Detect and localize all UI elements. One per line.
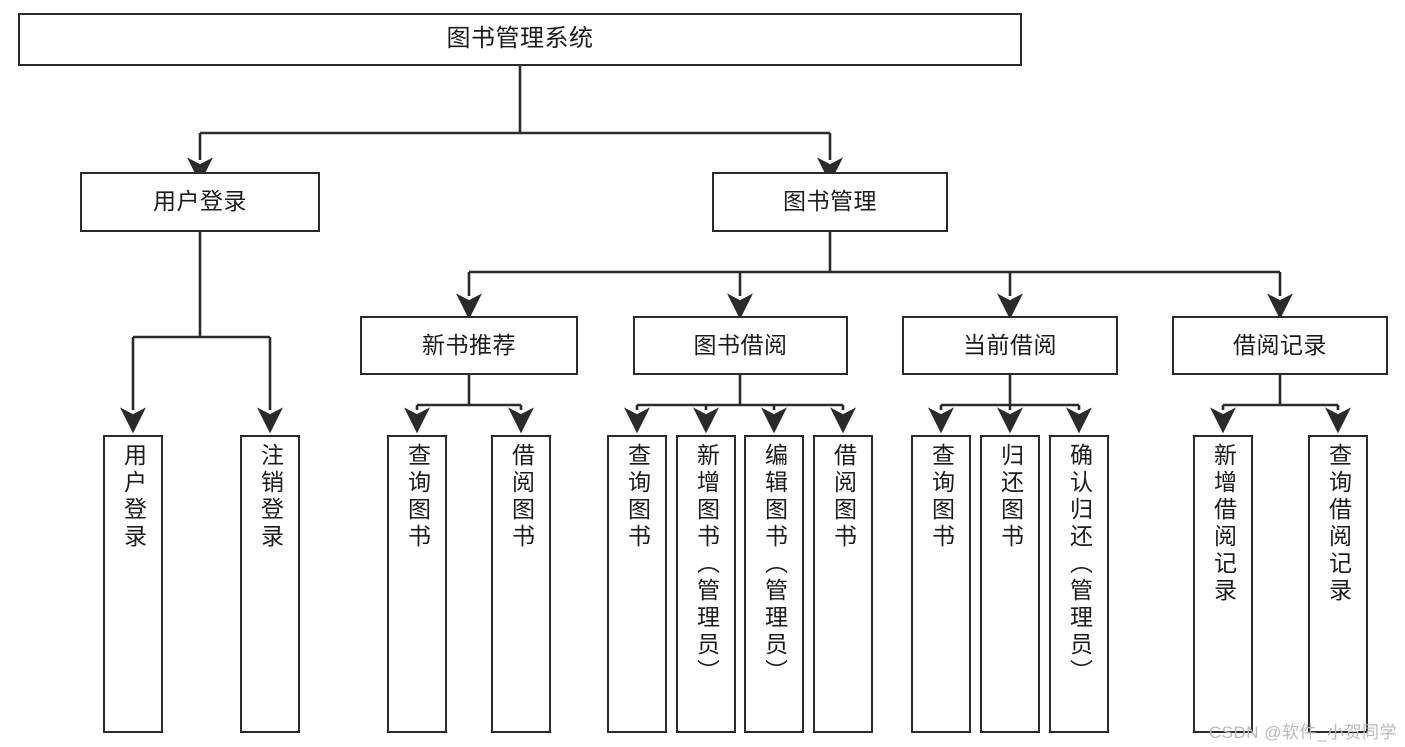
node-label: 借阅图书 xyxy=(830,443,857,551)
leaf-borrow-record-query-record[interactable]: 查询借阅记录 xyxy=(1308,435,1368,733)
node-label: 查询借阅记录 xyxy=(1325,443,1352,605)
node-label: 归还图书 xyxy=(997,443,1024,551)
node-label: 图书管理系统 xyxy=(446,25,594,53)
node-new-book-recommend[interactable]: 新书推荐 xyxy=(360,316,578,375)
node-label: 查询图书 xyxy=(624,443,651,551)
leaf-book-borrow-borrow-book[interactable]: 借阅图书 xyxy=(813,435,873,733)
node-label: 查询图书 xyxy=(928,443,955,551)
node-user-login[interactable]: 用户登录 xyxy=(80,172,320,232)
leaf-book-borrow-add-book-admin[interactable]: 新增图书（管理员） xyxy=(676,435,736,733)
leaf-new-book-query-book[interactable]: 查询图书 xyxy=(387,435,447,733)
leaf-current-borrow-query-book[interactable]: 查询图书 xyxy=(911,435,971,733)
leaf-book-borrow-query-book[interactable]: 查询图书 xyxy=(607,435,667,733)
node-label: 用户登录 xyxy=(120,443,147,551)
node-label: 编辑图书（管理员） xyxy=(761,443,788,686)
node-label: 图书借阅 xyxy=(693,331,788,358)
node-label: 借阅记录 xyxy=(1233,331,1327,358)
leaf-user-login-logout[interactable]: 注销登录 xyxy=(240,435,300,733)
node-label: 新增图书（管理员） xyxy=(693,443,720,686)
node-book-management[interactable]: 图书管理 xyxy=(712,172,948,232)
leaf-user-login-login[interactable]: 用户登录 xyxy=(103,435,163,733)
leaf-current-borrow-confirm-return-admin[interactable]: 确认归还（管理员） xyxy=(1049,435,1109,733)
node-label: 图书管理 xyxy=(783,188,877,215)
leaf-current-borrow-return-book[interactable]: 归还图书 xyxy=(980,435,1040,733)
node-current-borrow[interactable]: 当前借阅 xyxy=(902,316,1118,375)
node-label: 新书推荐 xyxy=(422,331,516,358)
node-root-book-management-system[interactable]: 图书管理系统 xyxy=(18,13,1022,66)
leaf-new-book-borrow-book[interactable]: 借阅图书 xyxy=(491,435,551,733)
node-label: 新增借阅记录 xyxy=(1210,443,1237,605)
leaf-book-borrow-edit-book-admin[interactable]: 编辑图书（管理员） xyxy=(744,435,804,733)
node-label: 当前借阅 xyxy=(963,331,1057,358)
node-book-borrow[interactable]: 图书借阅 xyxy=(633,316,848,375)
node-borrow-record[interactable]: 借阅记录 xyxy=(1172,316,1388,375)
node-label: 确认归还（管理员） xyxy=(1066,443,1093,686)
node-label: 注销登录 xyxy=(257,443,284,551)
node-label: 用户登录 xyxy=(153,188,247,215)
node-label: 查询图书 xyxy=(404,443,431,551)
watermark: CSDN @软件_小贺同学 xyxy=(1208,723,1397,742)
node-label: 借阅图书 xyxy=(508,443,535,551)
leaf-borrow-record-add-record[interactable]: 新增借阅记录 xyxy=(1193,435,1253,733)
